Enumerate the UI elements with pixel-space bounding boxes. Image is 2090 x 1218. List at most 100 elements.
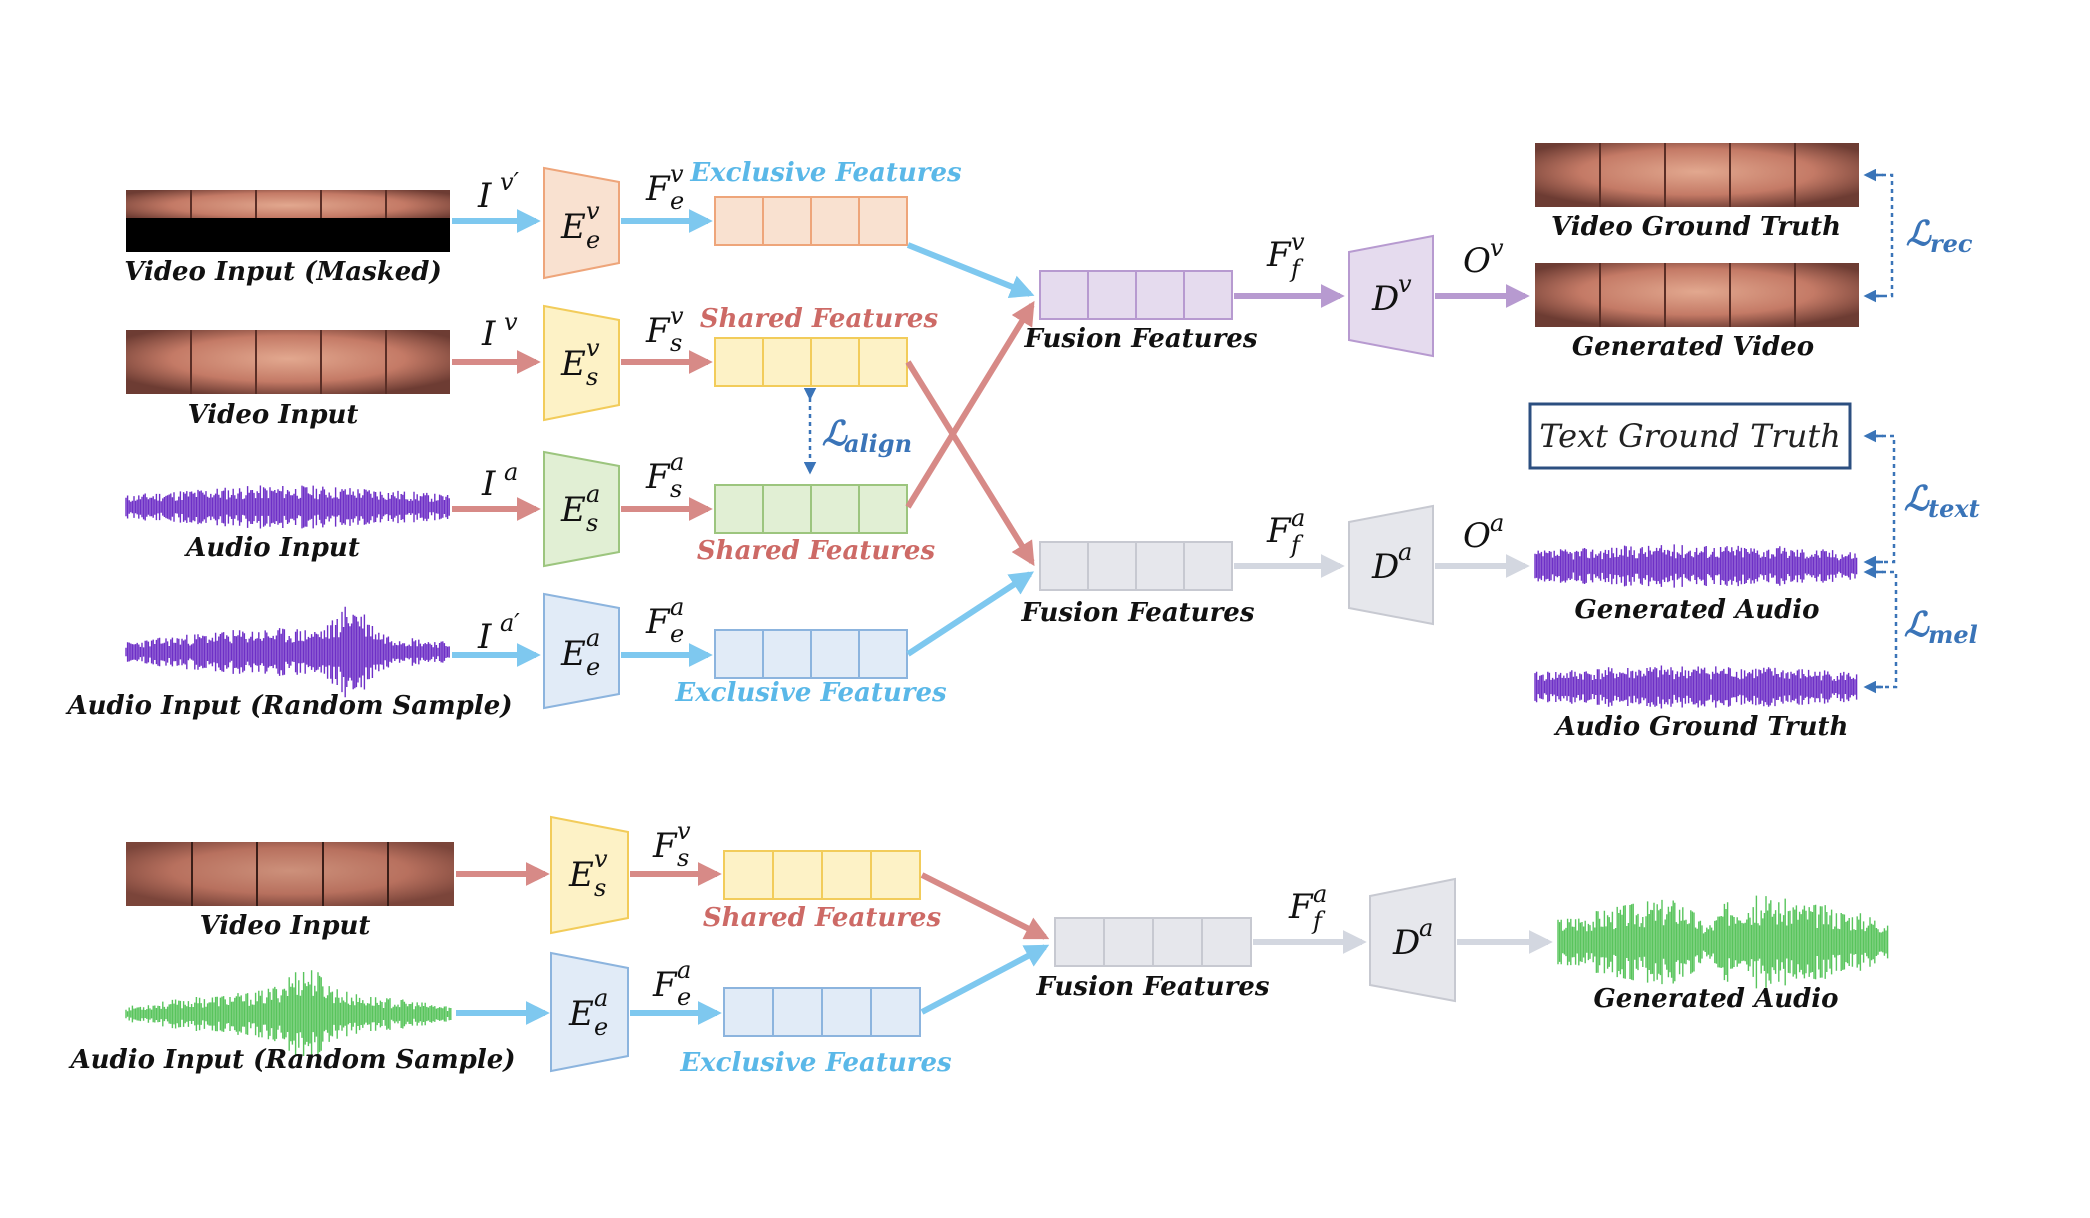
svg-text:ℒ: ℒ	[1906, 214, 1932, 254]
decoder-video: Dv	[1348, 234, 1434, 358]
arrow-exclusive-video-to-fusion	[906, 242, 1035, 298]
svg-text:F: F	[645, 311, 671, 351]
svg-text:E: E	[568, 994, 594, 1034]
audio-input-random-label: Audio Input (Random Sample)	[64, 691, 512, 721]
exclusive-features-video-label: Exclusive Features	[689, 158, 962, 188]
svg-text:mel: mel	[1928, 620, 1978, 649]
fusion-features-audio-label: Fusion Features	[1021, 598, 1255, 628]
svg-text:s: s	[670, 475, 682, 503]
shared-features-video-box	[714, 337, 908, 387]
svg-text:s: s	[594, 874, 606, 902]
bottom-generated-audio-waveform	[1557, 895, 1889, 989]
video-input-strip	[126, 330, 450, 394]
svg-text:a: a	[504, 458, 518, 486]
bottom-generated-audio-label: Generated Audio	[1594, 984, 1839, 1014]
audio-input-label: Audio Input	[183, 533, 360, 563]
svg-text:a: a	[677, 956, 691, 984]
generated-video-label: Generated Video	[1572, 332, 1814, 362]
svg-text:v: v	[586, 334, 600, 362]
svg-text:a: a	[1291, 504, 1305, 532]
svg-text:s: s	[670, 329, 682, 357]
svg-text:I: I	[481, 464, 496, 504]
svg-text:s: s	[586, 509, 598, 537]
arrow-shared-video-to-audio-fusion	[905, 360, 1035, 567]
svg-text:a: a	[670, 593, 684, 621]
shared-features-audio-box	[714, 484, 908, 534]
svg-text:a: a	[1313, 880, 1327, 908]
svg-text:F: F	[652, 826, 678, 866]
svg-text:f: f	[1289, 531, 1304, 559]
svg-text:s: s	[677, 844, 689, 872]
svg-text:v: v	[586, 197, 600, 225]
bottom-exclusive-features-label: Exclusive Features	[679, 1048, 952, 1078]
svg-text:v: v	[594, 845, 608, 873]
bottom-shared-features-box	[723, 850, 921, 900]
svg-text:v: v	[1398, 270, 1412, 298]
svg-text:F: F	[645, 602, 671, 642]
svg-text:e: e	[670, 187, 684, 215]
fusion-features-audio-box	[1039, 541, 1233, 591]
exclusive-features-audio-box	[714, 629, 908, 679]
svg-text:F: F	[1266, 235, 1292, 275]
arrow-bottom-shared-to-fusion	[920, 872, 1050, 940]
svg-text:v: v	[1490, 234, 1504, 262]
svg-text:a: a	[1398, 538, 1412, 566]
video-input-masked-label: Video Input (Masked)	[124, 257, 442, 287]
svg-text:e: e	[670, 620, 684, 648]
bottom-audio-input-waveform	[125, 970, 452, 1058]
svg-text:F: F	[645, 457, 671, 497]
mel-loss-bracket	[1874, 570, 1898, 689]
text-ground-truth-box: Text Ground Truth	[1528, 402, 1852, 470]
svg-text:E: E	[568, 855, 594, 895]
bottom-fusion-features-label: Fusion Features	[1036, 972, 1270, 1002]
svg-text:e: e	[586, 226, 600, 254]
svg-text:s: s	[586, 363, 598, 391]
video-ground-truth-label: Video Ground Truth	[1551, 212, 1841, 242]
audio-input-waveform	[125, 485, 450, 529]
svg-text:I: I	[477, 176, 492, 216]
svg-text:a: a	[1419, 914, 1433, 942]
svg-text:e: e	[594, 1013, 608, 1041]
arrow-shared-audio-to-video-fusion	[905, 300, 1035, 509]
audio-ground-truth-label: Audio Ground Truth	[1553, 712, 1849, 742]
svg-text:D: D	[1371, 279, 1399, 319]
svg-text:E: E	[560, 207, 586, 247]
svg-text:D: D	[1371, 547, 1399, 587]
bottom-video-input-label: Video Input	[200, 911, 371, 941]
fusion-features-video-label: Fusion Features	[1024, 324, 1258, 354]
video-input-masked-strip	[126, 190, 450, 252]
svg-text:text: text	[1928, 494, 1980, 523]
svg-text:a: a	[670, 448, 684, 476]
svg-text:v: v	[670, 160, 684, 188]
bottom-decoder-audio: Da	[1369, 877, 1456, 1003]
audio-input-random-waveform	[125, 606, 450, 698]
shared-features-audio-label: Shared Features	[697, 536, 936, 566]
text-ground-truth-label: Text Ground Truth	[1539, 417, 1841, 455]
svg-text:F: F	[645, 169, 671, 209]
svg-text:a: a	[586, 480, 600, 508]
svg-text:e: e	[677, 983, 691, 1011]
svg-text:a′: a′	[500, 609, 520, 637]
svg-text:e: e	[586, 653, 600, 681]
svg-text:align: align	[844, 429, 912, 458]
generated-audio-label: Generated Audio	[1575, 595, 1820, 625]
svg-text:v′: v′	[500, 168, 520, 196]
svg-text:D: D	[1392, 923, 1420, 963]
